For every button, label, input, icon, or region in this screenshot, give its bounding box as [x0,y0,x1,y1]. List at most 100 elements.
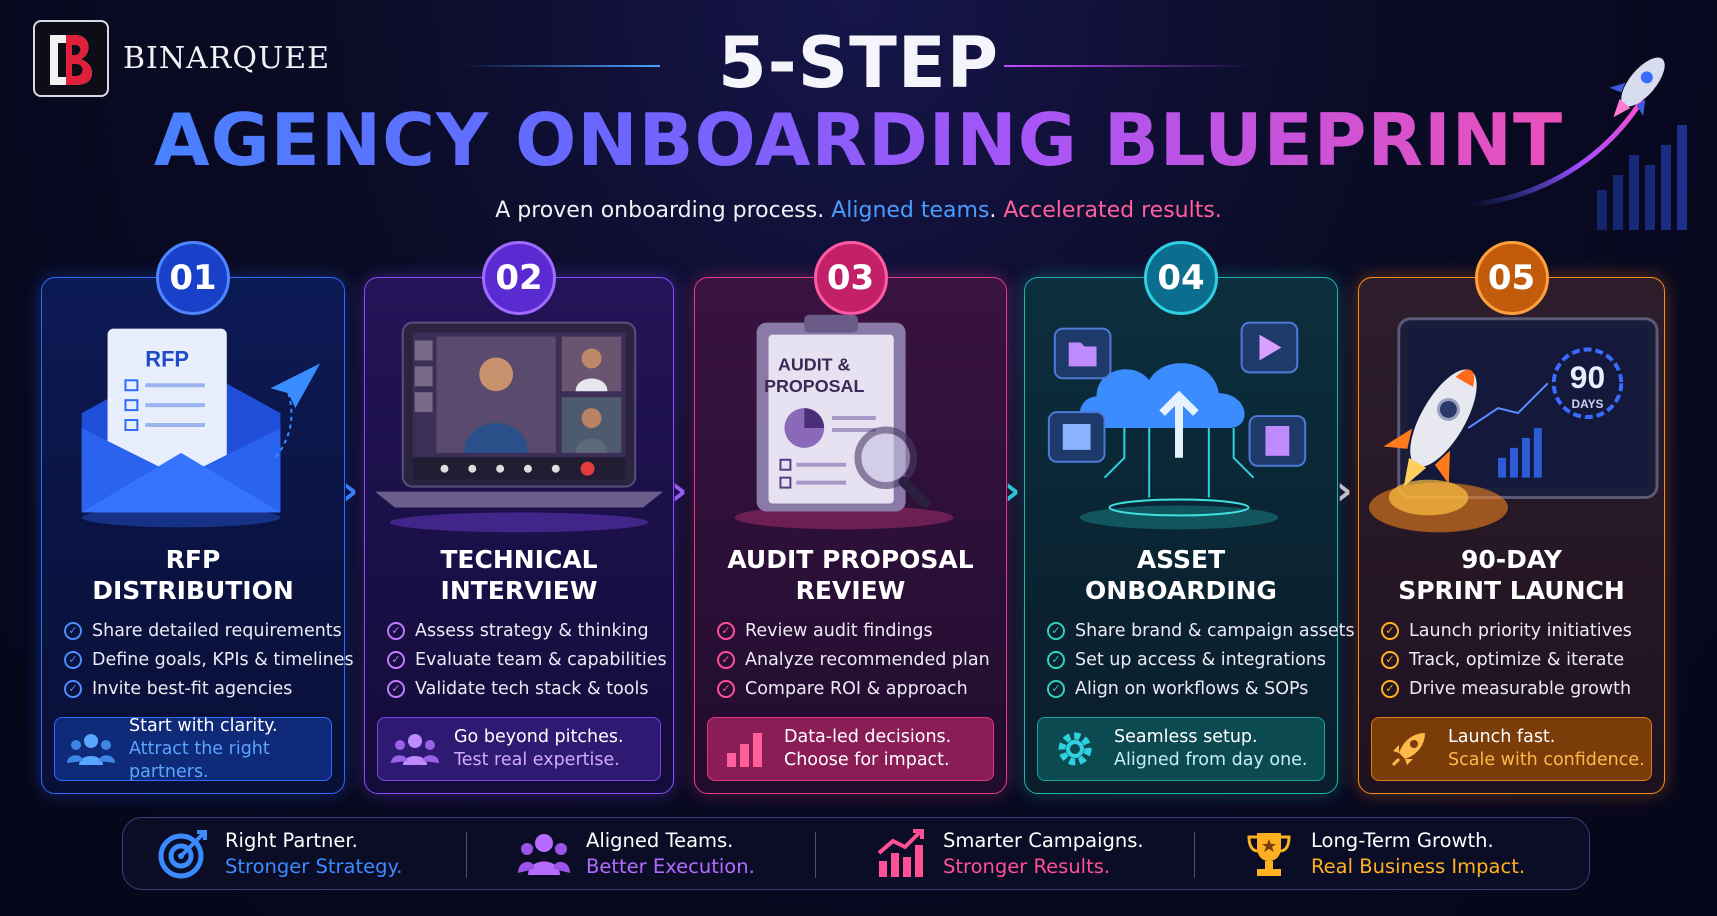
video-call-laptop-illustration [374,321,664,533]
step-title-line-2: INTERVIEW [440,576,598,605]
footer-line-2: Stronger Strategy. [225,855,403,878]
step-title-line-1: TECHNICAL [440,545,598,574]
team-icon [518,834,570,875]
footer-line-2: Real Business Impact. [1311,855,1526,878]
logo-mark [33,20,109,97]
footer-line-2: Better Execution. [586,855,755,878]
step-title-line-2: ONBOARDING [1085,576,1277,605]
subtitle-separator: . [989,198,997,223]
footer-text: Smarter Campaigns. Stronger Results. [943,828,1144,880]
tip-line-1: Start with clarity. [129,715,278,736]
rocket-launch-illustration: 90 DAYS [1368,317,1659,533]
bullet-item: ✓Drive measurable growth [1381,674,1654,703]
step-card-1: 01 RFP RFP DISTRIBUTION ✓Share detailed … [41,241,354,794]
step-title: ASSET ONBOARDING [1025,544,1337,606]
check-icon: ✓ [1381,679,1399,698]
footer-text: Aligned Teams. Better Execution. [586,828,755,880]
footer-item: Right Partner. Stronger Strategy. [157,828,402,880]
step-number-badge: 01 [156,241,230,315]
bullet-item: ✓Track, optimize & iterate [1381,645,1654,674]
title-decor-line-right [1004,65,1254,67]
step-card-4: 04 ASSET ONBOARDING ✓Share brand & campa… [1024,241,1355,794]
step-number-badge: 04 [1144,241,1218,315]
step-title: RFP DISTRIBUTION [42,544,344,606]
step-title-line-1: RFP [165,545,221,574]
subtitle-part-3: Accelerated results. [1003,198,1222,223]
benefits-footer: Right Partner. Stronger Strategy. Aligne… [122,817,1590,890]
check-icon: ✓ [387,650,405,669]
tip-line-2: Choose for impact. [784,750,950,770]
step-bullet-list: ✓Review audit findings ✓Analyze recommen… [717,616,996,703]
step-bullet-list: ✓Launch priority initiatives ✓Track, opt… [1381,616,1654,703]
tip-text: Go beyond pitches. Test real expertise. [454,726,624,772]
cloud-upload-illustration [1047,321,1307,530]
gear-icon [1050,729,1100,769]
step-card-5: 05 90 DAYS 90-DAY SPRINT LAUNCH ✓Launch … [1358,241,1665,794]
bullet-item: ✓Share detailed requirements [64,616,342,645]
tip-line-2: Test real expertise. [454,750,620,770]
step-bullet-list: ✓Assess strategy & thinking ✓Evaluate te… [387,616,667,703]
step-tip-box: Data-led decisions. Choose for impact. [707,717,994,781]
check-icon: ✓ [64,650,82,669]
svg-text:DAYS: DAYS [1572,397,1604,411]
footer-item: Smarter Campaigns. Stronger Results. [875,828,1144,880]
chevron-right-icon: › [1004,468,1021,514]
tip-line-2: Aligned from day one. [1114,750,1308,770]
logo-b-icon [50,34,92,85]
step-bullet-list: ✓Share detailed requirements ✓Define goa… [64,616,354,703]
bullet-item: ✓Validate tech stack & tools [387,674,663,703]
step-title-line-1: ASSET [1136,545,1226,574]
bullet-item: ✓Define goals, KPIs & timelines [64,645,354,674]
step-tip-box: Go beyond pitches. Test real expertise. [377,717,661,781]
bar-chart-icon [720,729,770,769]
footer-line-1: Right Partner. [225,829,358,852]
chevron-right-icon: › [671,468,688,514]
brand-logo: BINARQUEE [33,20,330,97]
subtitle: A proven onboarding process. Aligned tea… [0,198,1717,223]
bullet-item: ✓Align on workflows & SOPs [1047,674,1327,703]
bullet-item: ✓Set up access & integrations [1047,645,1327,674]
svg-text:90: 90 [1570,359,1605,395]
target-icon [158,830,207,879]
tip-line-1: Go beyond pitches. [454,727,624,747]
bullet-item: ✓Compare ROI & approach [717,674,996,703]
step-number-badge: 05 [1474,241,1549,315]
step-tip-box: Start with clarity. Attract the right pa… [54,715,332,782]
check-icon: ✓ [1047,679,1065,698]
step-card-3: 03 AUDIT & PROPOSAL AUDIT PROPOSAL REVIE… [694,241,1007,794]
rocket-icon [1384,729,1434,769]
check-icon: ✓ [64,621,82,640]
growth-chart-icon [877,829,924,877]
bullet-item: ✓Launch priority initiatives [1381,616,1654,645]
title-decor-line-left [460,65,660,67]
footer-item: Long-Term Growth. Real Business Impact. [1243,828,1525,880]
bullet-item: ✓Share brand & campaign assets [1047,616,1355,645]
footer-text: Long-Term Growth. Real Business Impact. [1311,828,1525,880]
footer-text: Right Partner. Stronger Strategy. [225,828,402,880]
tip-line-2: Attract the right partners. [129,738,270,782]
step-title-line-1: AUDIT PROPOSAL [727,545,974,574]
tip-text: Data-led decisions. Choose for impact. [784,726,951,772]
page-title: AGENCY ONBOARDING BLUEPRINT [0,98,1717,182]
tip-line-1: Launch fast. [1448,727,1556,747]
subtitle-part-1: A proven onboarding process. [495,198,825,223]
chevron-right-icon: › [1336,468,1353,514]
brand-name: BINARQUEE [123,41,331,76]
step-tip-box: Seamless setup. Aligned from day one. [1037,717,1325,781]
svg-text:RFP: RFP [145,346,189,371]
chevron-right-icon: › [342,468,359,514]
step-number-badge: 02 [482,241,556,315]
tip-line-2: Scale with confidence. [1448,750,1645,770]
bullet-item: ✓Assess strategy & thinking [387,616,663,645]
bullet-item: ✓Invite best-fit agencies [64,674,334,703]
footer-item: Aligned Teams. Better Execution. [518,828,755,880]
step-bullet-list: ✓Share brand & campaign assets ✓Set up a… [1047,616,1355,703]
tip-line-1: Data-led decisions. [784,727,952,747]
subtitle-part-2: Aligned teams [831,198,990,223]
rocket-growth-decoration [1466,57,1687,230]
check-icon: ✓ [717,621,735,640]
team-icon [390,729,440,769]
footer-divider [815,832,816,878]
footer-line-1: Aligned Teams. [586,829,734,852]
team-icon [67,729,115,769]
